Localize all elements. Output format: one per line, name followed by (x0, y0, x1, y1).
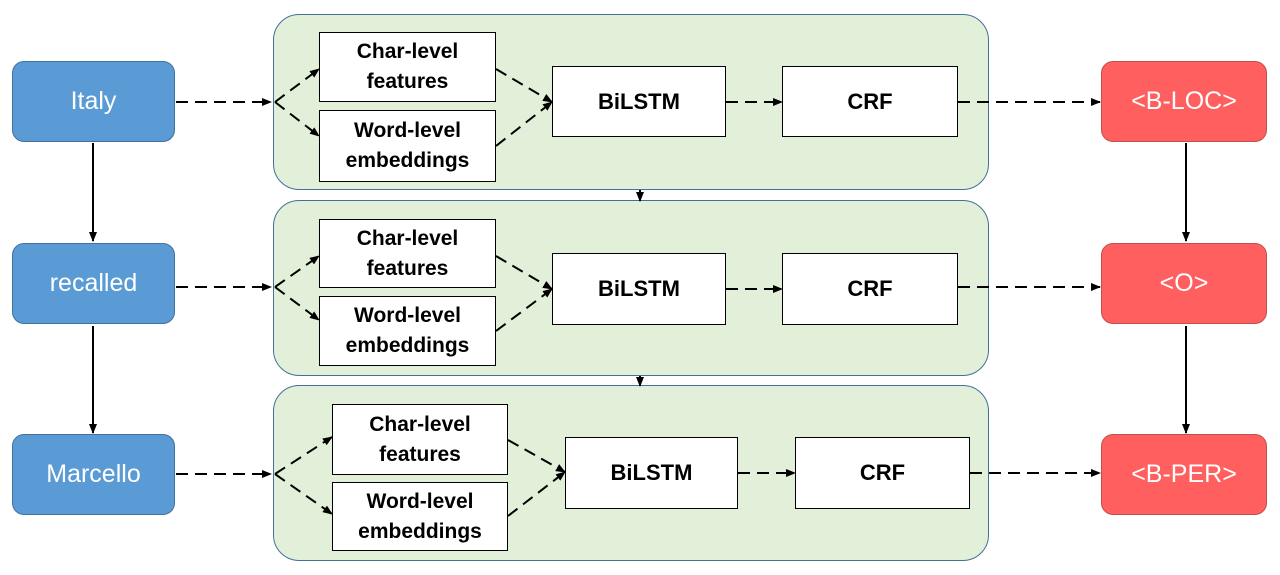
word-embeddings-box-1: Word-level embeddings (319, 110, 496, 182)
arrow-wordemb1-bilstm (495, 101, 553, 147)
char-features-box-3: Char-level features (332, 404, 508, 475)
bilstm-box-1: BiLSTM (552, 66, 726, 137)
tag-node-b-per: <B-PER> (1101, 434, 1267, 515)
arrow-split1-char (274, 68, 320, 103)
arrow-split2-wordemb (274, 286, 320, 321)
arrow-char2-bilstm (495, 255, 553, 290)
word-node-italy: Italy (12, 61, 175, 142)
arrow-char1-bilstm (495, 68, 553, 103)
crf-box-1: CRF (782, 66, 958, 137)
arrow-wordemb2-bilstm (495, 288, 553, 332)
arrow-split3-wordemb (274, 473, 333, 515)
arrow-split1-wordemb (274, 101, 320, 137)
tag-node-o: <O> (1101, 243, 1267, 324)
crf-box-3: CRF (795, 437, 970, 509)
bilstm-box-3: BiLSTM (565, 437, 738, 509)
char-features-box-1: Char-level features (319, 32, 496, 102)
char-features-box-2: Char-level features (319, 219, 496, 288)
word-embeddings-box-3: Word-level embeddings (332, 482, 508, 551)
bilstm-box-2: BiLSTM (552, 253, 726, 325)
word-node-marcello: Marcello (12, 434, 175, 515)
arrow-wordemb3-bilstm (507, 471, 566, 517)
word-node-recalled: recalled (12, 243, 175, 324)
arrow-split3-char (274, 436, 333, 475)
arrow-split2-char (274, 255, 320, 288)
crf-box-2: CRF (782, 253, 958, 325)
word-embeddings-box-2: Word-level embeddings (319, 296, 496, 366)
tag-node-b-loc: <B-LOC> (1101, 61, 1267, 142)
arrow-char3-bilstm (507, 439, 566, 473)
